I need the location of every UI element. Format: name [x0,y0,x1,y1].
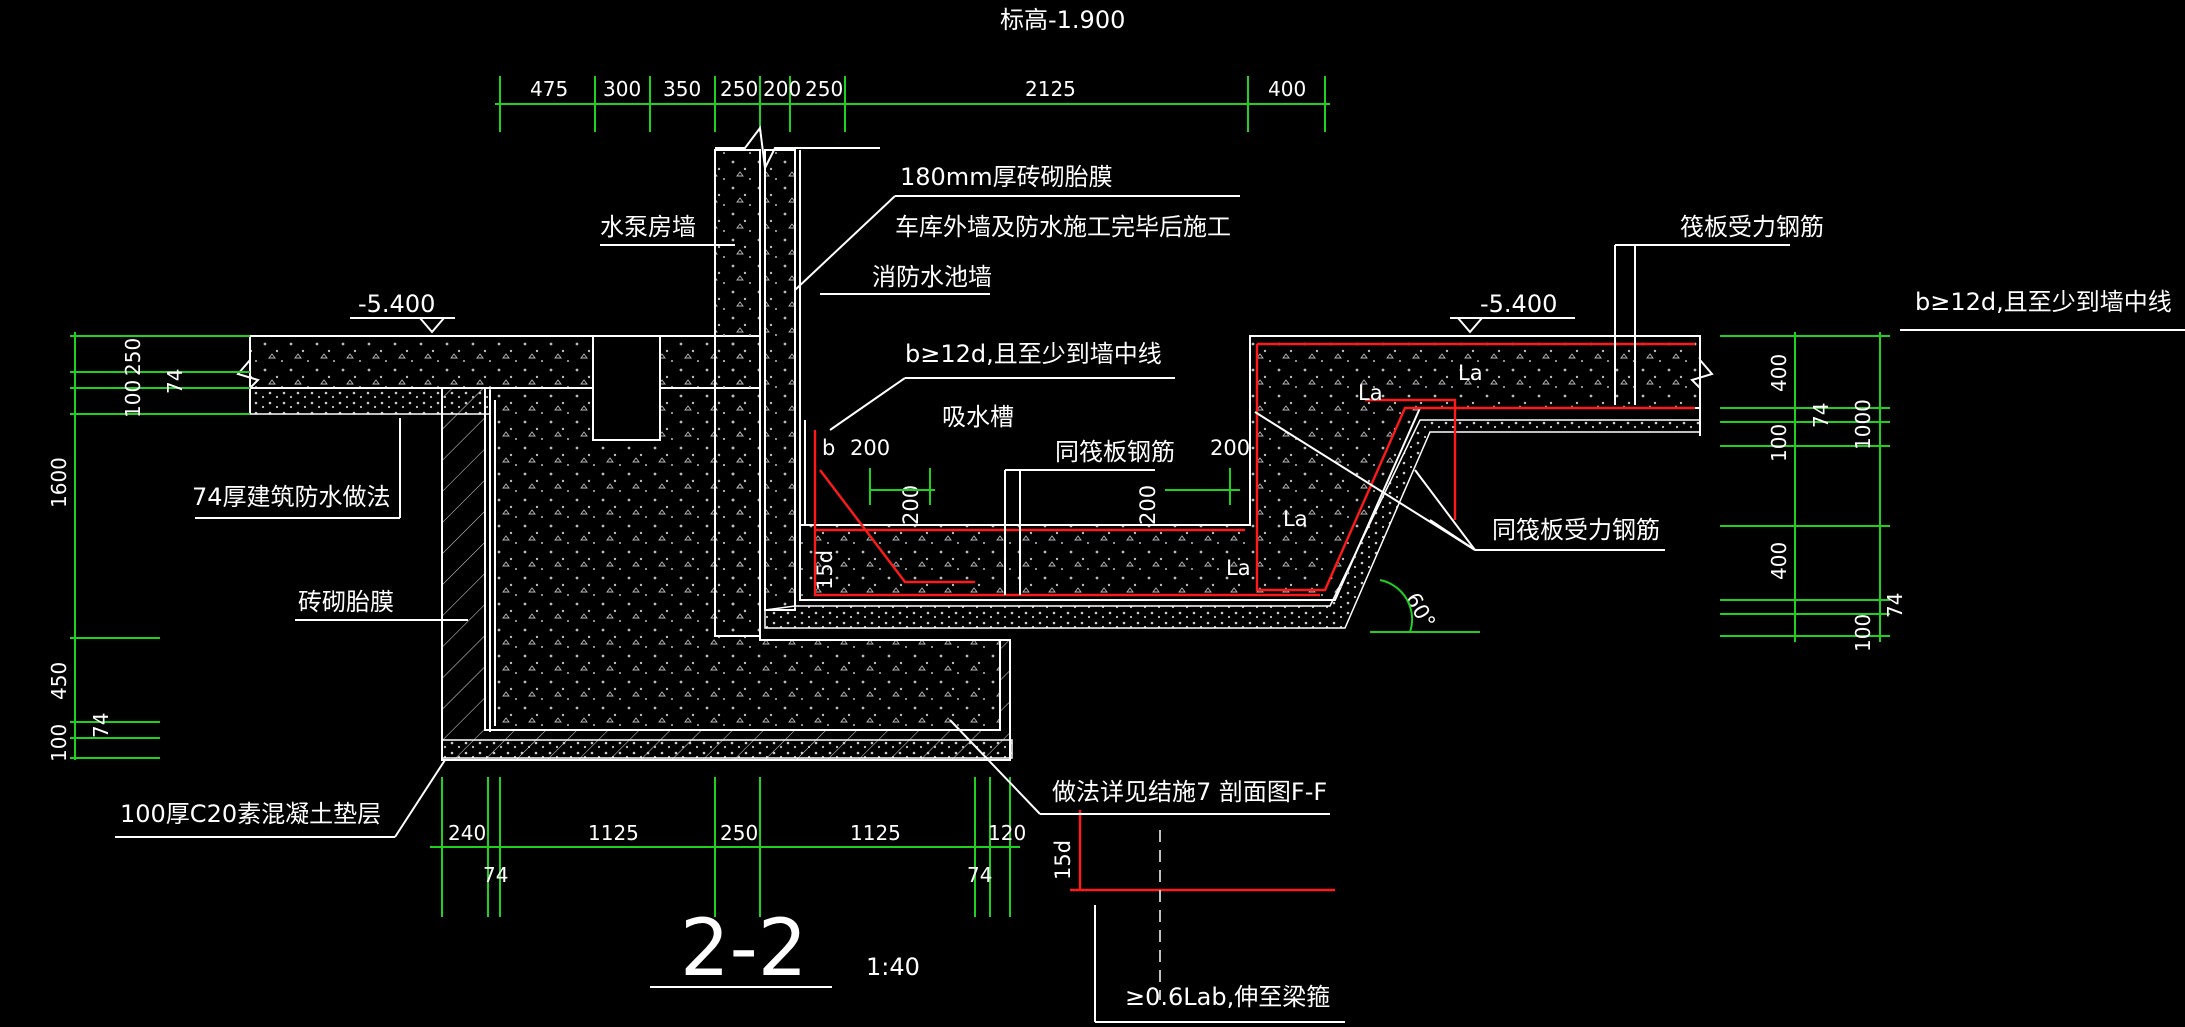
label-sump: 吸水槽 [942,403,1014,431]
label-b12d-mid: b≥12d,且至少到墙中线 [905,340,1162,368]
label-200-3: 200 [1210,436,1250,460]
bottom-dim-1125b: 1125 [850,821,901,845]
left-dimension-chain: 250 74 100 1600 450 74 100 [47,332,250,762]
left-dim-74b: 74 [89,713,113,738]
bottom-dim-240: 240 [448,821,486,845]
right-dim-100a: 100 [1767,424,1791,462]
left-dim-450: 450 [47,662,71,700]
label-b12d-right: b≥12d,且至少到墙中线 [1915,288,2172,316]
left-dim-74a: 74 [163,369,187,394]
right-dim-100b: 100 [1851,614,1875,652]
label-la-4: La [1226,556,1251,580]
left-dim-1600: 1600 [47,457,71,508]
label-la-2: La [1458,361,1483,385]
elevation-left-text: -5.400 [358,290,435,318]
label-waterproof-74: 74厚建筑防水做法 [192,483,391,511]
label-detail-ref: 做法详见结施7 剖面图F-F [1052,778,1327,806]
top-dim-3: 350 [663,77,701,101]
top-dim-8: 400 [1268,77,1306,101]
bottom-dim-74a: 74 [483,863,508,887]
bottom-dim-1125a: 1125 [588,821,639,845]
label-200-1: 200 [850,436,890,460]
section-title-block: 2-2 1:40 [650,904,920,994]
left-dim-100b: 100 [47,724,71,762]
label-la-3: La [1283,507,1308,531]
top-dim-6: 250 [805,77,843,101]
section-scale: 1:40 [866,953,920,981]
top-dim-5: 200 [763,77,801,101]
label-lab-note: ≥0.6Lab,伸至梁箍 [1125,983,1330,1011]
elevation-mark-right: -5.400 [1450,290,1575,334]
label-same-raft: 同筏板钢筋 [1055,438,1175,466]
label-15d-2: 15d [1051,840,1075,880]
label-la-1: La [1358,381,1383,405]
bottom-dim-74b: 74 [967,863,992,887]
label-fire-wall: 消防水池墙 [872,263,992,291]
label-180-film: 180mm厚砖砌胎膜 [900,163,1113,191]
elevation-right-text: -5.400 [1480,290,1557,318]
right-dim-1000: 1000 [1851,399,1875,450]
rebar [813,342,1695,892]
right-dim-400b: 400 [1767,542,1791,580]
top-dimension-chain: 475 300 350 250 200 250 2125 400 [495,76,1330,132]
section-title: 2-2 [680,904,807,994]
label-pump-wall: 水泵房墙 [600,213,696,241]
left-dim-250: 250 [121,338,145,376]
label-200-2: 200 [899,485,923,525]
bottom-dim-250: 250 [720,821,758,845]
top-dim-4: 250 [720,77,758,101]
top-dim-1: 475 [530,77,568,101]
annotations: 180mm厚砖砌胎膜 车库外墙及防水施工完毕后施工 水泵房墙 消防水池墙 筏板受… [115,163,2185,1023]
structure [236,125,1714,761]
label-c20-pad: 100厚C20素混凝土垫层 [120,800,381,828]
label-angle: 60° [1401,589,1440,633]
right-dimension-chain: 400 74 100 1000 400 74 100 [1720,332,1907,652]
bottom-dimension-chain: 240 1125 250 1125 120 74 74 [430,777,1026,917]
right-dim-74a: 74 [1809,403,1833,428]
label-raft-rebar-top: 筏板受力钢筋 [1680,213,1824,241]
top-elevation-label: 标高-1.900 [1000,6,1125,34]
label-15d-1: 15d [813,550,837,590]
label-after-work: 车库外墙及防水施工完毕后施工 [895,213,1231,241]
label-b: b [822,436,835,460]
elevation-mark-left: -5.400 [350,290,455,334]
bottom-dim-120: 120 [988,821,1026,845]
right-dim-400a: 400 [1767,354,1791,392]
label-200-4: 200 [1136,485,1160,525]
left-dim-100a: 100 [121,380,145,418]
right-dim-74b: 74 [1883,593,1907,618]
top-dim-7: 2125 [1025,77,1076,101]
label-same-raft-force: 同筏板受力钢筋 [1492,516,1660,544]
label-brick-film: 砖砌胎膜 [298,588,394,616]
top-dim-2: 300 [603,77,641,101]
